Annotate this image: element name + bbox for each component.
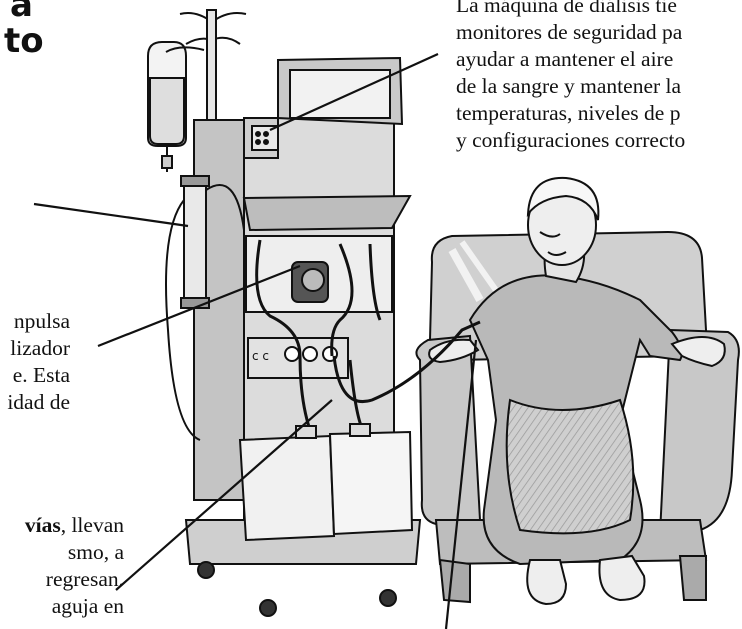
pump-caption-line: e. Esta	[12, 363, 70, 387]
monitors-caption-line: y configuraciones correcto	[456, 128, 686, 152]
monitors-caption-line: de la sangre y mantener la	[456, 74, 682, 98]
blood-lines-caption-line: regresan.	[45, 567, 124, 591]
monitors-caption-line: ayudar a mantener el aire	[456, 47, 674, 71]
monitors-caption-line: temperaturas, niveles de p	[456, 101, 681, 125]
blood-lines-term: vías	[24, 513, 61, 537]
dialysate-containers	[238, 423, 414, 542]
page-heading-line-1: a	[10, 0, 33, 25]
pump-caption-line: idad de	[7, 390, 70, 414]
page-heading-line-2: to	[4, 21, 44, 61]
pump-caption: npulsa lizador e. Esta idad de	[0, 308, 70, 416]
monitors-caption: La máquina de diálisis tie monitores de …	[456, 0, 685, 154]
callout-lines	[33, 52, 478, 629]
saline-bag	[147, 41, 205, 172]
callout-needle-line	[444, 339, 478, 629]
blood-lines-caption-line: vías, llevan	[0, 512, 124, 539]
svg-text:c c: c c	[252, 349, 269, 363]
pump-caption-line: npulsa	[13, 309, 70, 333]
callout-dialyzer-line	[33, 202, 189, 228]
dialyzer	[165, 175, 245, 441]
blood-lines-caption-rest: , llevan	[60, 513, 124, 537]
callout-pump-line	[97, 264, 301, 348]
patient	[428, 176, 726, 606]
monitors-caption-line: monitores de seguridad pa	[456, 20, 683, 44]
callout-monitors-line	[269, 52, 439, 132]
monitors-caption-line: La máquina de diálisis tie	[456, 0, 677, 17]
blood-lines-caption-line: aguja en	[51, 594, 124, 618]
pump-caption-line: lizador	[10, 336, 70, 360]
blood-lines-caption: vías, llevan smo, a regresan. aguja en	[0, 512, 124, 620]
callout-blood-lines-line	[115, 399, 333, 591]
blood-lines-caption-line: smo, a	[67, 540, 124, 564]
